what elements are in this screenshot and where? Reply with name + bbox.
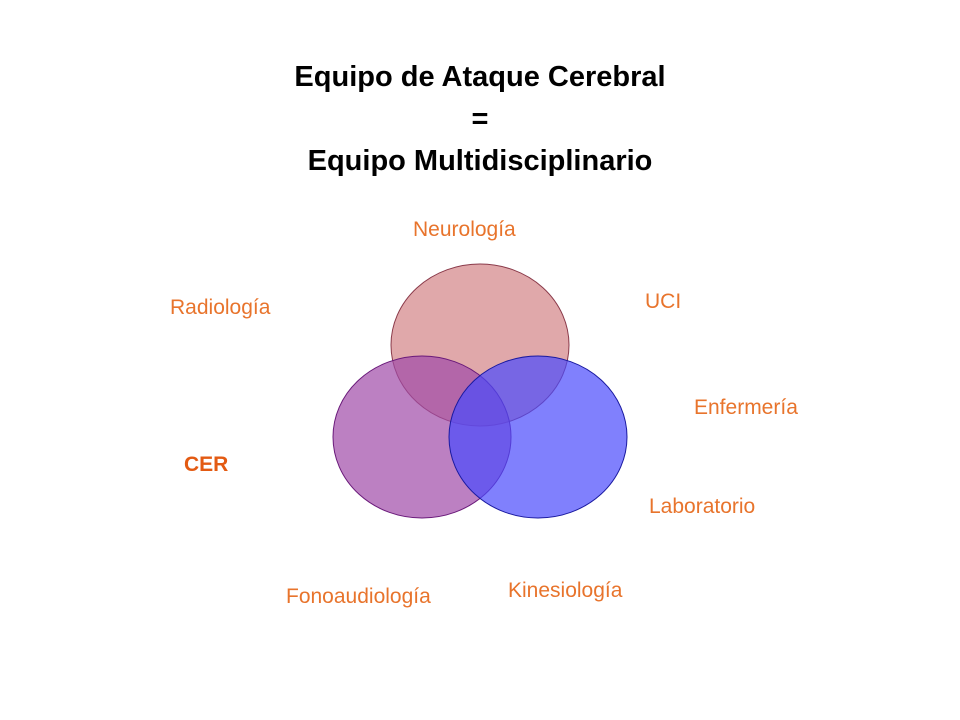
title-line-1: Equipo de Ataque Cerebral (294, 61, 666, 93)
label-radiologia: Radiología (170, 296, 271, 319)
title-line-3: Equipo Multidisciplinario (307, 145, 653, 177)
label-cer: CER (184, 453, 229, 476)
label-fonoaudiologia: Fonoaudiología (286, 585, 431, 608)
label-uci: UCI (645, 290, 682, 313)
label-kinesiologia: Kinesiología (508, 579, 623, 602)
label-enfermeria: Enfermería (694, 396, 798, 419)
venn-circle-right (448, 355, 628, 519)
label-neurologia: Neurología (413, 218, 516, 241)
label-laboratorio: Laboratorio (649, 495, 756, 518)
slide-title: Equipo de Ataque Cerebral = Equipo Multi… (0, 56, 960, 182)
title-line-2: = (471, 103, 489, 135)
